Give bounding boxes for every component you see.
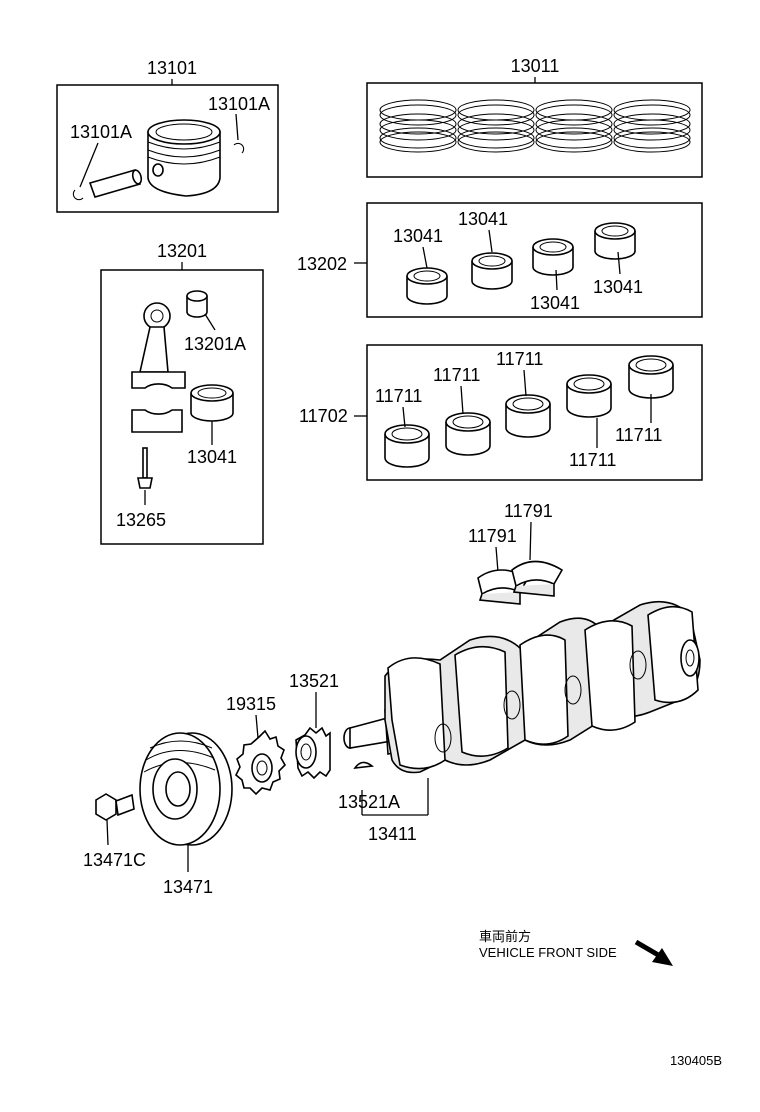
ring-set-group: 13011 <box>366 56 703 178</box>
conrod-bolt-icon <box>137 447 153 489</box>
label-13101A-right[interactable]: 13101A <box>208 94 270 114</box>
crankshaft-icon <box>343 600 701 774</box>
diagram-code: 130405B <box>670 1053 722 1068</box>
label-13101A-left[interactable]: 13101A <box>70 122 132 142</box>
bearing-shell-icon <box>406 267 448 305</box>
snap-ring-icon <box>72 189 84 201</box>
legend-japanese: 車両前方 <box>479 929 531 944</box>
main-bearing-icon <box>445 412 491 456</box>
label-13041-c[interactable]: 13041 <box>530 293 580 313</box>
label-13201[interactable]: 13201 <box>157 241 207 261</box>
thrust-washer-icon <box>511 560 564 588</box>
crank-pulley-icon <box>139 732 233 846</box>
connecting-rod-icon <box>131 302 186 433</box>
label-11791-lower[interactable]: 11791 <box>468 526 517 546</box>
label-13101[interactable]: 13101 <box>147 58 197 78</box>
label-13041-b[interactable]: 13041 <box>458 209 508 229</box>
piston-pin-icon <box>88 169 143 198</box>
thrust-washer-icon <box>478 592 521 605</box>
label-13471C[interactable]: 13471C <box>83 850 146 870</box>
label-11711-e[interactable]: 11711 <box>615 425 662 445</box>
label-11702[interactable]: 11702 <box>299 406 348 426</box>
piston-ring-icon <box>613 99 691 153</box>
label-11791-upper[interactable]: 11791 <box>504 501 553 521</box>
label-13265[interactable]: 13265 <box>116 510 166 530</box>
snap-ring-icon <box>233 142 245 154</box>
bearing-shell-icon <box>594 222 636 260</box>
main-bearing-set-group: 11702 11711 11711 11711 11711 11711 <box>299 344 703 481</box>
label-11711-a[interactable]: 11711 <box>375 386 422 406</box>
main-bearing-icon <box>628 355 674 399</box>
label-13041-d[interactable]: 13041 <box>593 277 643 297</box>
woodruff-key-icon <box>353 761 374 770</box>
label-11711-b[interactable]: 11711 <box>433 365 480 385</box>
label-13041-a[interactable]: 13041 <box>393 226 443 246</box>
label-13011[interactable]: 13011 <box>511 56 560 76</box>
label-13521[interactable]: 13521 <box>289 671 339 691</box>
label-19315[interactable]: 19315 <box>226 694 276 714</box>
label-13202[interactable]: 13202 <box>297 254 347 274</box>
bearing-shell-icon <box>471 252 513 290</box>
main-bearing-icon <box>566 374 612 418</box>
thrust-washer-icon <box>512 584 555 597</box>
conrod-group: 13201 13201A 13041 13265 <box>100 241 264 545</box>
label-13521A[interactable]: 13521A <box>338 792 400 812</box>
label-13471[interactable]: 13471 <box>163 877 213 897</box>
crank-sprocket-icon <box>295 726 331 780</box>
conrod-bearing-icon <box>190 384 234 422</box>
thrust-washer-group: 11791 11791 <box>468 501 564 605</box>
piston-group: 13101 13101A 13101A <box>56 58 279 213</box>
piston-icon <box>147 119 221 197</box>
legend-english: VEHICLE FRONT SIDE <box>479 945 617 960</box>
main-bearing-icon <box>505 394 551 438</box>
arrow-icon <box>634 939 673 966</box>
main-bearing-box <box>366 344 703 481</box>
piston-ring-icon <box>535 99 613 153</box>
conrod-box <box>100 269 264 545</box>
label-13201A[interactable]: 13201A <box>184 334 246 354</box>
bearing-shell-icon <box>532 238 574 276</box>
conrod-bush-icon <box>186 290 208 318</box>
ring-box <box>366 82 703 178</box>
piston-ring-icon <box>379 99 457 153</box>
pulley-bolt-icon <box>95 793 135 821</box>
piston-box <box>56 84 279 213</box>
oil-pump-gear-icon <box>235 729 286 796</box>
main-bearing-icon <box>384 424 430 468</box>
label-11711-c[interactable]: 11711 <box>496 349 543 369</box>
label-11711-d[interactable]: 11711 <box>569 450 616 470</box>
conrod-bearing-set-group: 13202 13041 13041 13041 13041 <box>297 202 703 318</box>
label-13041-conrod[interactable]: 13041 <box>187 447 237 467</box>
conrod-bearing-box <box>366 202 703 318</box>
piston-ring-icon <box>457 99 535 153</box>
label-13411[interactable]: 13411 <box>368 824 417 844</box>
